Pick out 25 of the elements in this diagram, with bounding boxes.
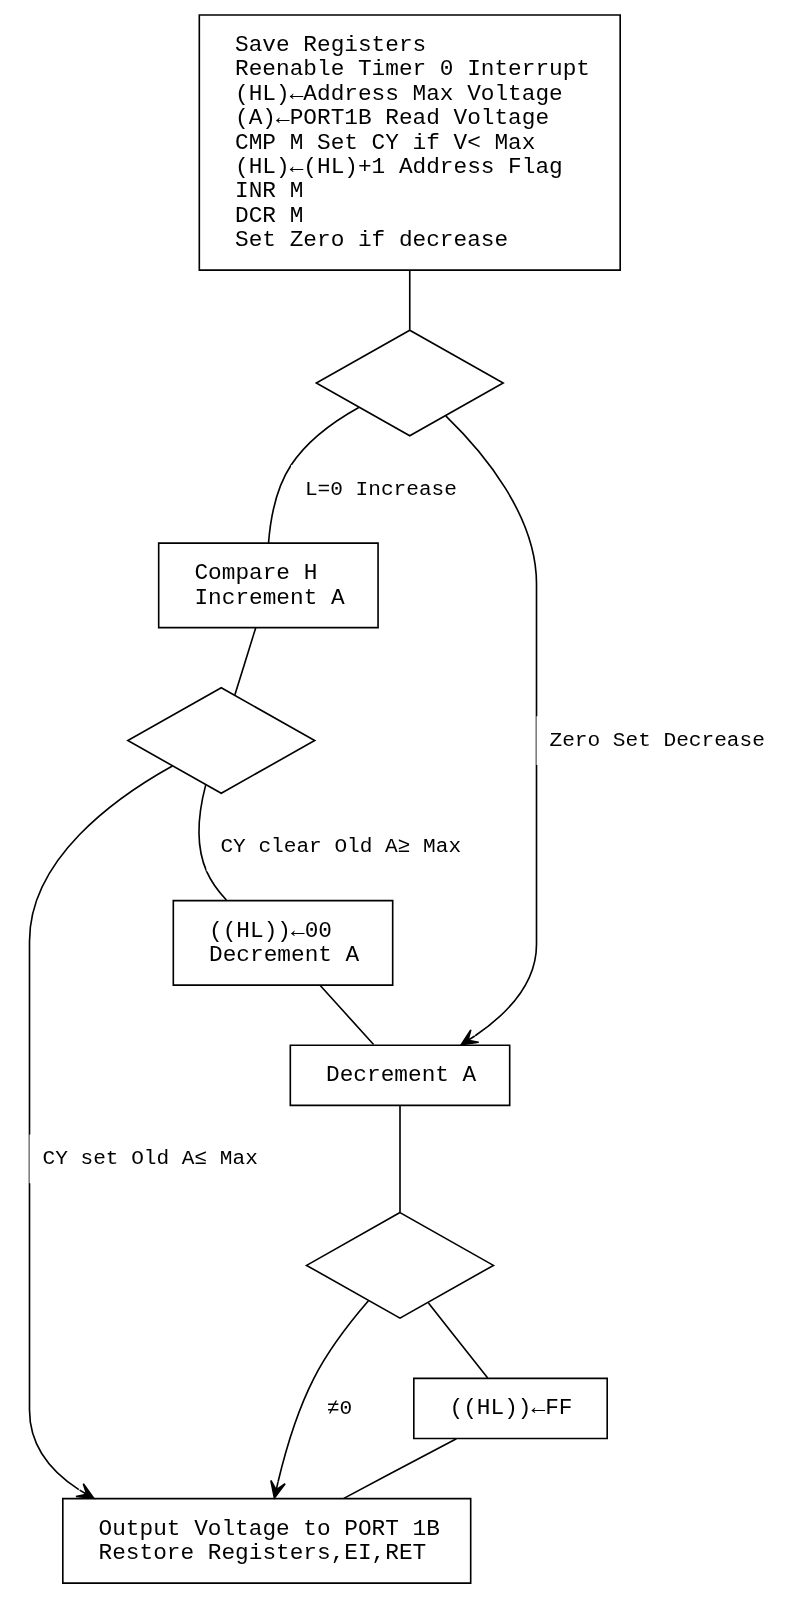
node-box: Save Registers Reenable Timer 0 Interrupt (HL)←Address Max Voltage (A)←PORT1B Read Voltage CMP M Set CY if V< Max (HL)←(HL)+1 Address Flag INR M DCR M Set Zero if decrease (198, 14, 621, 271)
node-box: Decrement A (289, 1044, 510, 1107)
node-box: ((HL))←FF (412, 1377, 608, 1440)
connector (398, 1105, 401, 1213)
edge-label: CY clear Old A≥ Max (219, 834, 461, 859)
connector (233, 626, 257, 696)
node-diamond (314, 329, 505, 437)
edge-label: L=0 Increase (304, 476, 457, 501)
connector (318, 984, 374, 1046)
connector (408, 269, 411, 331)
node-diamond (304, 1211, 495, 1320)
connector (342, 1437, 457, 1500)
node-diamond (125, 686, 316, 795)
arrow (269, 1299, 369, 1499)
connector (267, 406, 360, 544)
edge-label: CY set Old A≤ Max (42, 1146, 258, 1171)
arrow (28, 765, 173, 1500)
arrow (444, 415, 537, 1046)
node-box: ((HL))←00 Decrement A (172, 899, 393, 986)
node-box: Output Voltage to PORT 1B Restore Registers,EI,RET (61, 1497, 471, 1584)
connector (197, 784, 227, 901)
edge-label: Zero Set Decrease (549, 728, 765, 753)
node-box: Compare H Increment A (157, 542, 379, 629)
edge-label: ≠0 (326, 1395, 352, 1420)
connector (427, 1302, 488, 1379)
